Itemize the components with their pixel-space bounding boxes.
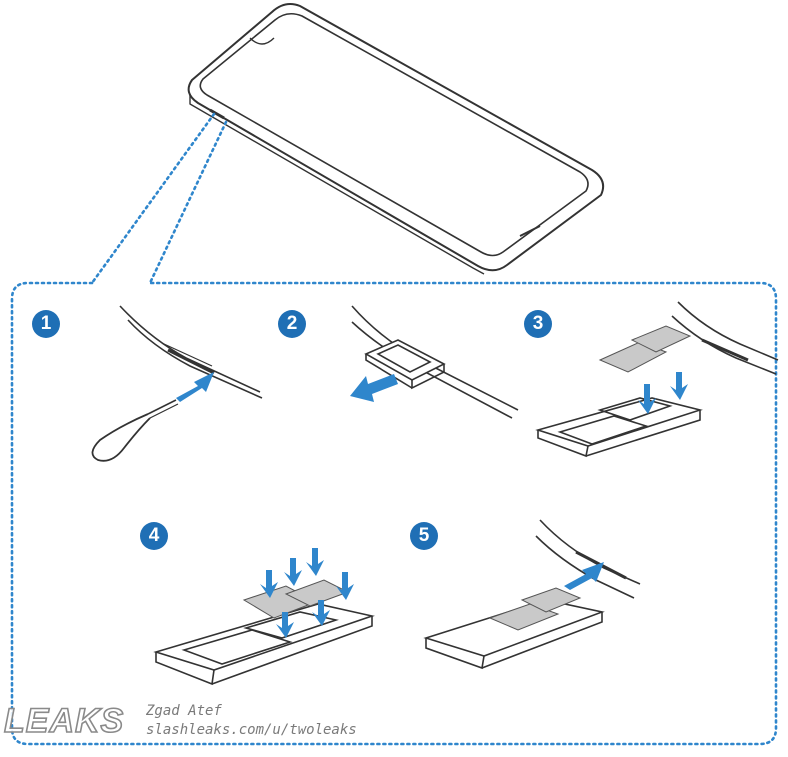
down-arrow-icon: [638, 384, 656, 414]
down-arrows: [260, 548, 354, 638]
watermark-author: Zgad Atef: [146, 703, 222, 719]
sim-card-1: [488, 603, 560, 631]
step-3-badge: 3: [524, 310, 552, 338]
instructions-panel: [10, 112, 778, 746]
step-4-badge: 4: [140, 522, 168, 550]
watermark-logo: LEAKS: [3, 701, 125, 741]
eject-arrow-icon: [350, 374, 398, 402]
step-1-illustration: [91, 305, 263, 462]
step-1-badge: 1: [32, 310, 60, 338]
watermark-url: slashleaks.com/u/twoleaks: [146, 722, 357, 738]
insert-arrow-icon: [176, 372, 214, 402]
step-2-badge: 2: [278, 310, 306, 338]
phone-illustration: [187, 3, 605, 275]
sim-card-1: [598, 341, 668, 373]
down-arrow-icon: [670, 372, 688, 400]
step-4-illustration: [153, 603, 375, 686]
insert-arrow-icon: [564, 562, 604, 590]
sim-card-2: [630, 325, 692, 353]
step-5-badge: 5: [410, 522, 438, 550]
step-2-illustration: [351, 305, 519, 419]
step-5-illustration: [423, 519, 641, 670]
sim-card-2: [520, 587, 582, 613]
step-3-illustration: [535, 301, 779, 458]
